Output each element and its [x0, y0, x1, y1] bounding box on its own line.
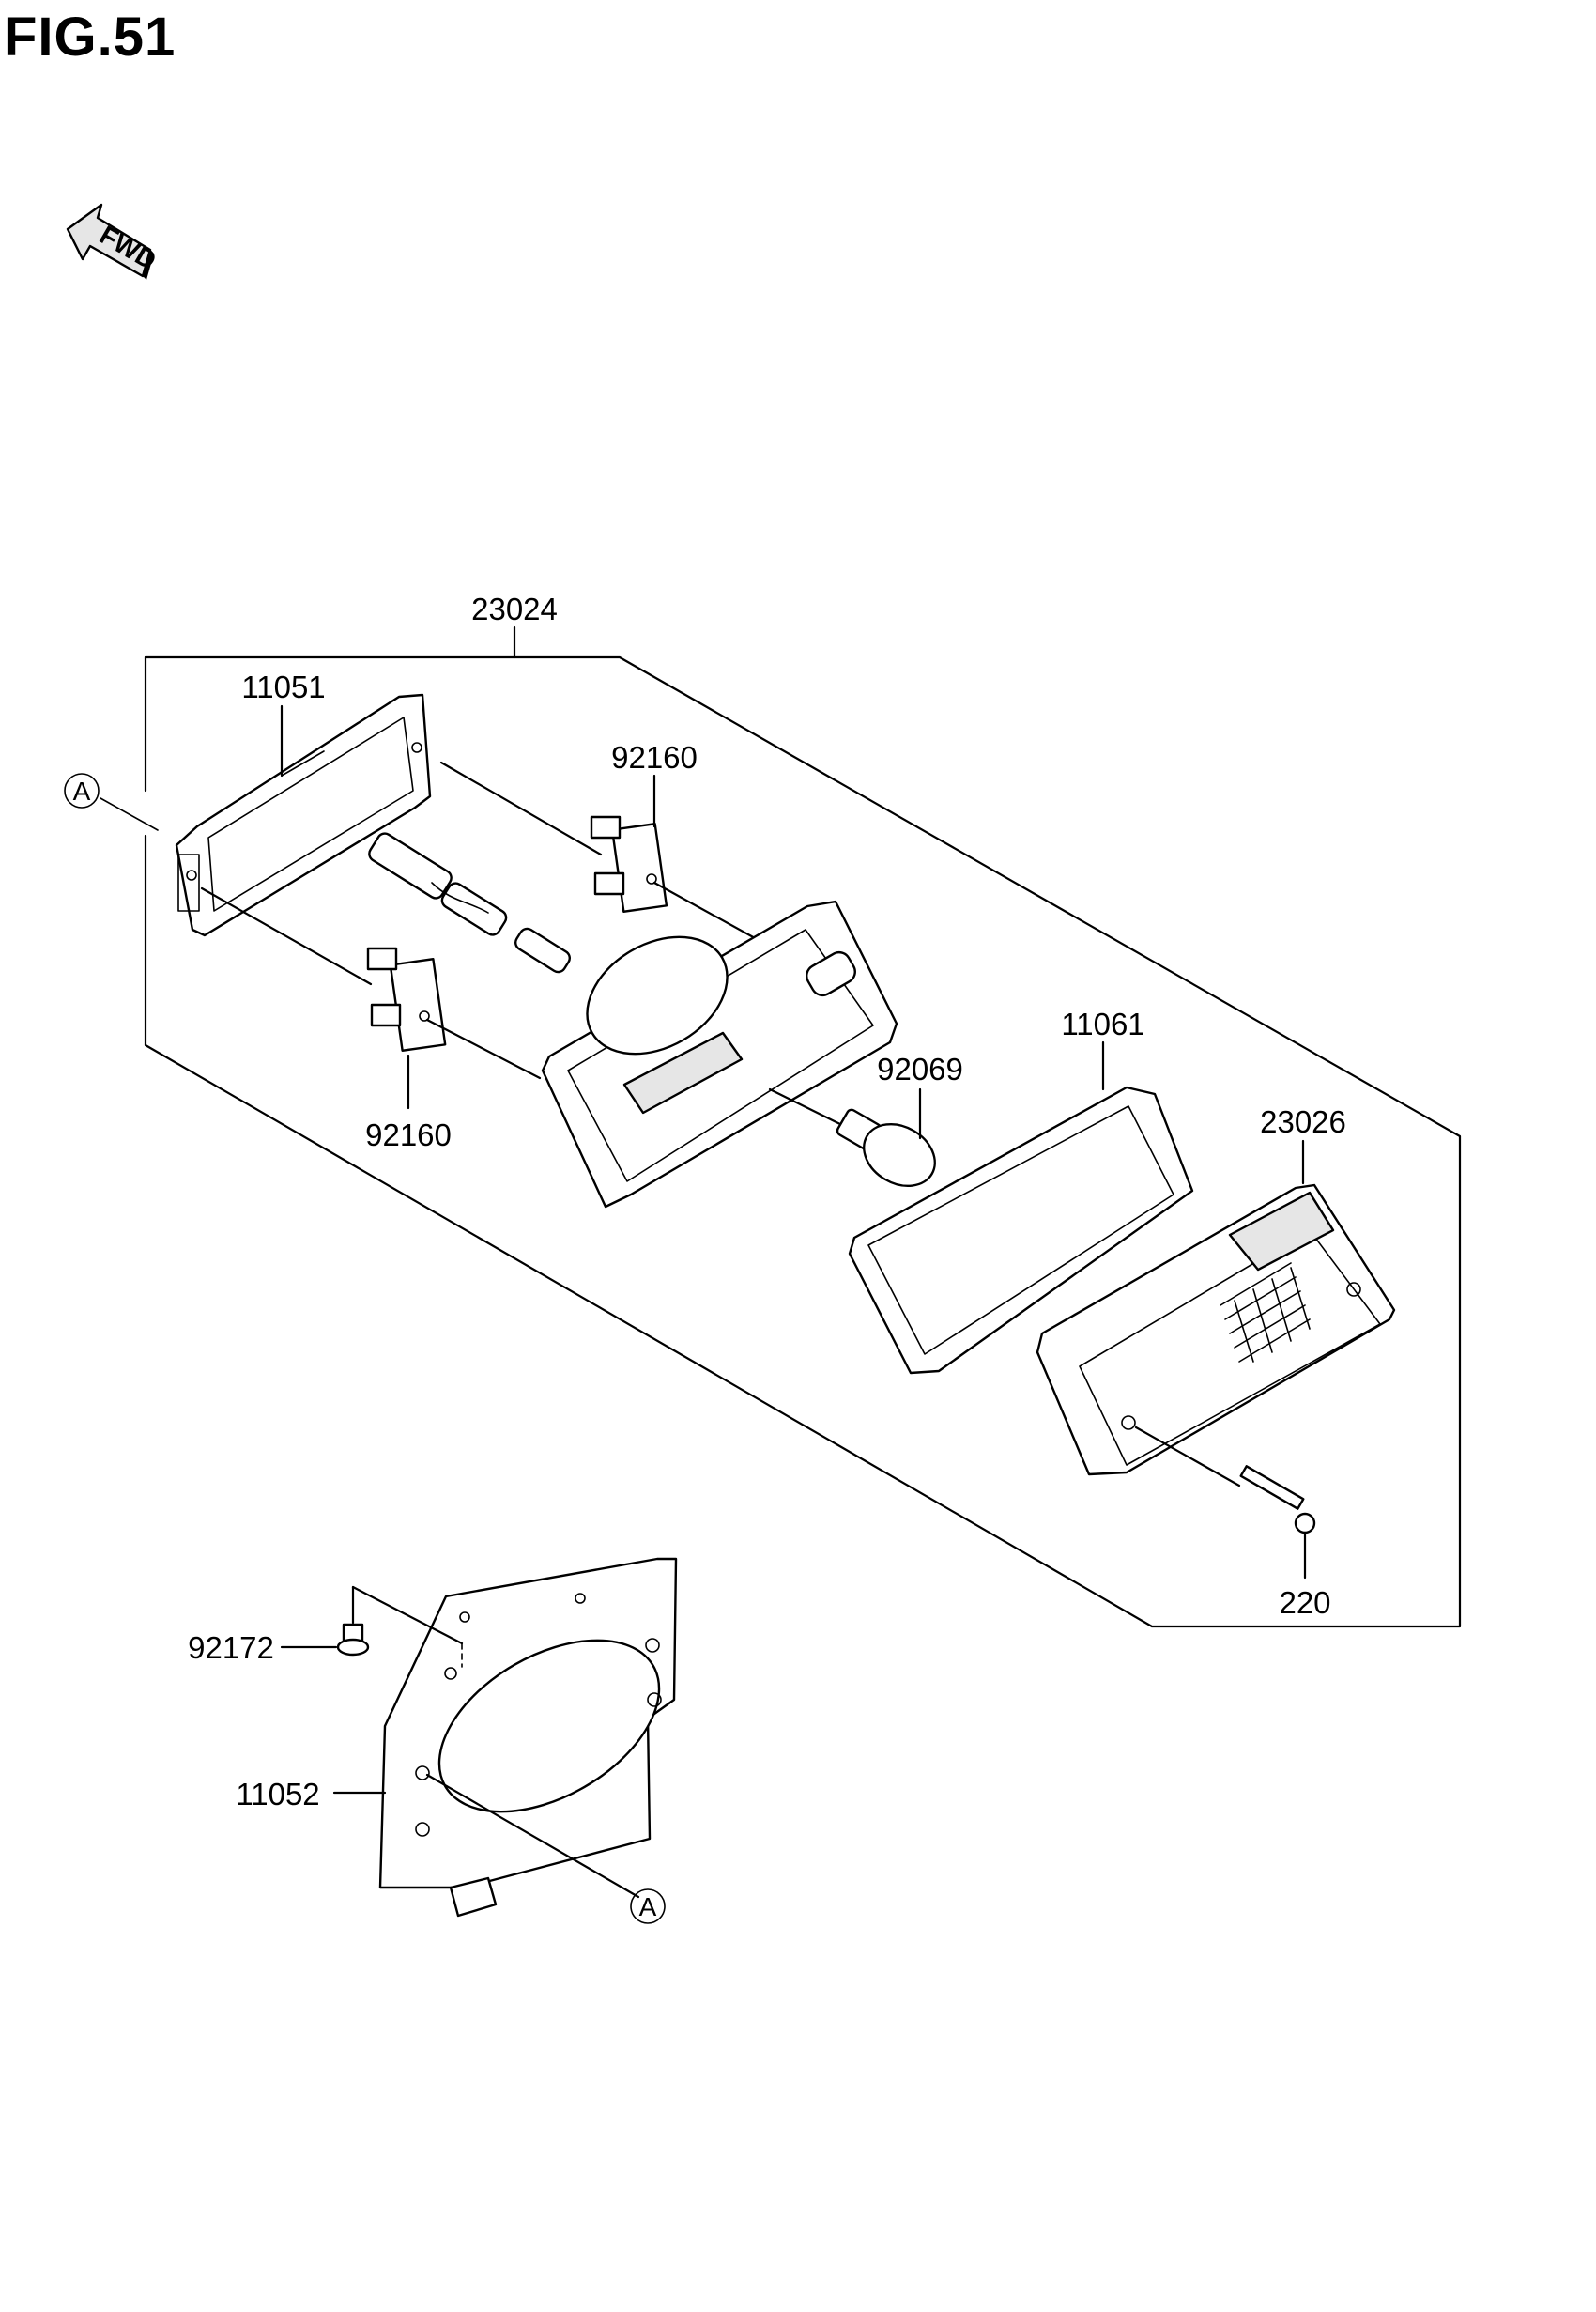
- reference-marker-a-top: A: [64, 773, 159, 831]
- label-220: 220: [1279, 1585, 1330, 1620]
- label-92160-lower: 92160: [365, 1117, 452, 1152]
- socket-lower: [200, 886, 542, 1110]
- tail-lamp-lens: [1036, 1139, 1396, 1476]
- label-23024: 23024: [471, 592, 558, 626]
- label-92172: 92172: [188, 1630, 274, 1665]
- lamp-base-plate: [175, 693, 432, 937]
- bracket: [378, 1557, 678, 1918]
- bulb: [768, 1087, 936, 1187]
- label-23026: 23026: [1260, 1104, 1346, 1139]
- gasket: [848, 1040, 1194, 1375]
- ref-a-top-label: A: [73, 777, 91, 806]
- wiring-harness: [368, 832, 571, 974]
- forward-arrow-icon: FWD: [66, 203, 161, 280]
- socket-upper: [439, 761, 767, 946]
- long-screw: [1134, 1426, 1316, 1580]
- lamp-housing: [541, 900, 898, 1209]
- label-92069: 92069: [877, 1052, 963, 1087]
- label-92160-upper: 92160: [611, 740, 698, 775]
- figure-title: FIG.51: [4, 7, 176, 68]
- ref-a-bottom-label: A: [639, 1892, 657, 1921]
- lens-grid: [1220, 1262, 1311, 1363]
- label-11061: 11061: [1061, 1007, 1144, 1041]
- label-11052: 11052: [236, 1777, 319, 1811]
- bracket-screw: [280, 1585, 464, 1668]
- label-11051: 11051: [241, 670, 325, 704]
- assembly-frame: [144, 625, 1462, 1628]
- reference-marker-a-bottom: A: [630, 1888, 666, 1924]
